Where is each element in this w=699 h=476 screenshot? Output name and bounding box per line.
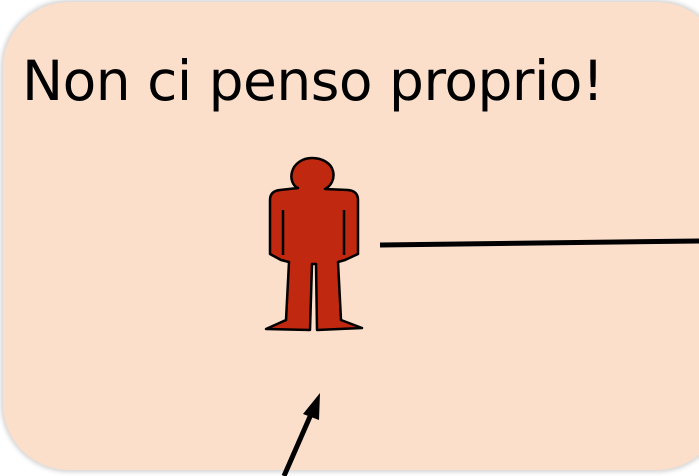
caption-text: Non ci penso proprio!	[22, 49, 604, 113]
arrow-icon	[281, 393, 320, 476]
connector-line	[379, 238, 699, 248]
person-icon	[264, 156, 364, 332]
